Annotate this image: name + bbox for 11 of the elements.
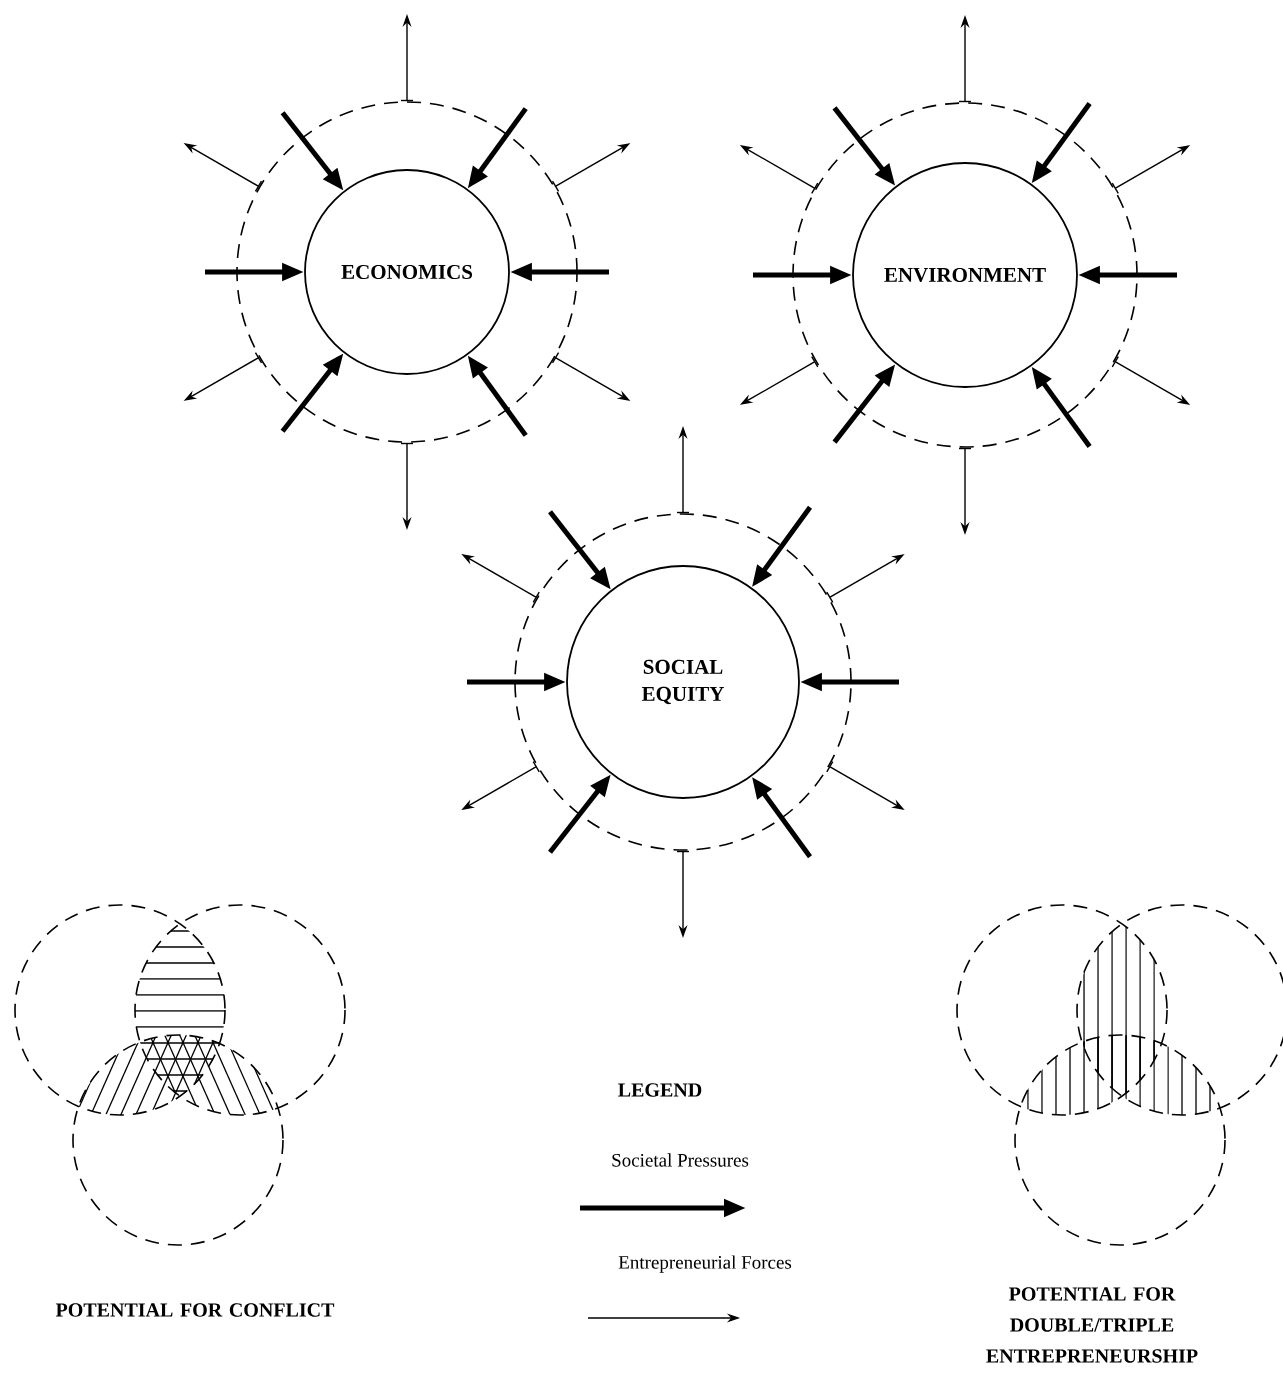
circle-node: ENVIRONMENT [852,162,1078,388]
legend-text: Entrepreneurial Forces [618,1255,792,1273]
caption: POTENTIAL FOR DOUBLE/TRIPLE ENTREPRENEURSHIP [986,1287,1198,1363]
dashed-circle [236,101,578,443]
legend-text: Societal Pressures [612,1153,749,1167]
circle-node: ECONOMICS [304,169,510,375]
dashed-circle [792,102,1138,448]
circle-node: SOCIAL EQUITY [566,565,800,799]
legend-title: LEGEND [618,1083,702,1097]
dashed-circle [514,513,852,851]
caption: POTENTIAL FOR CONFLICT [55,1303,335,1317]
